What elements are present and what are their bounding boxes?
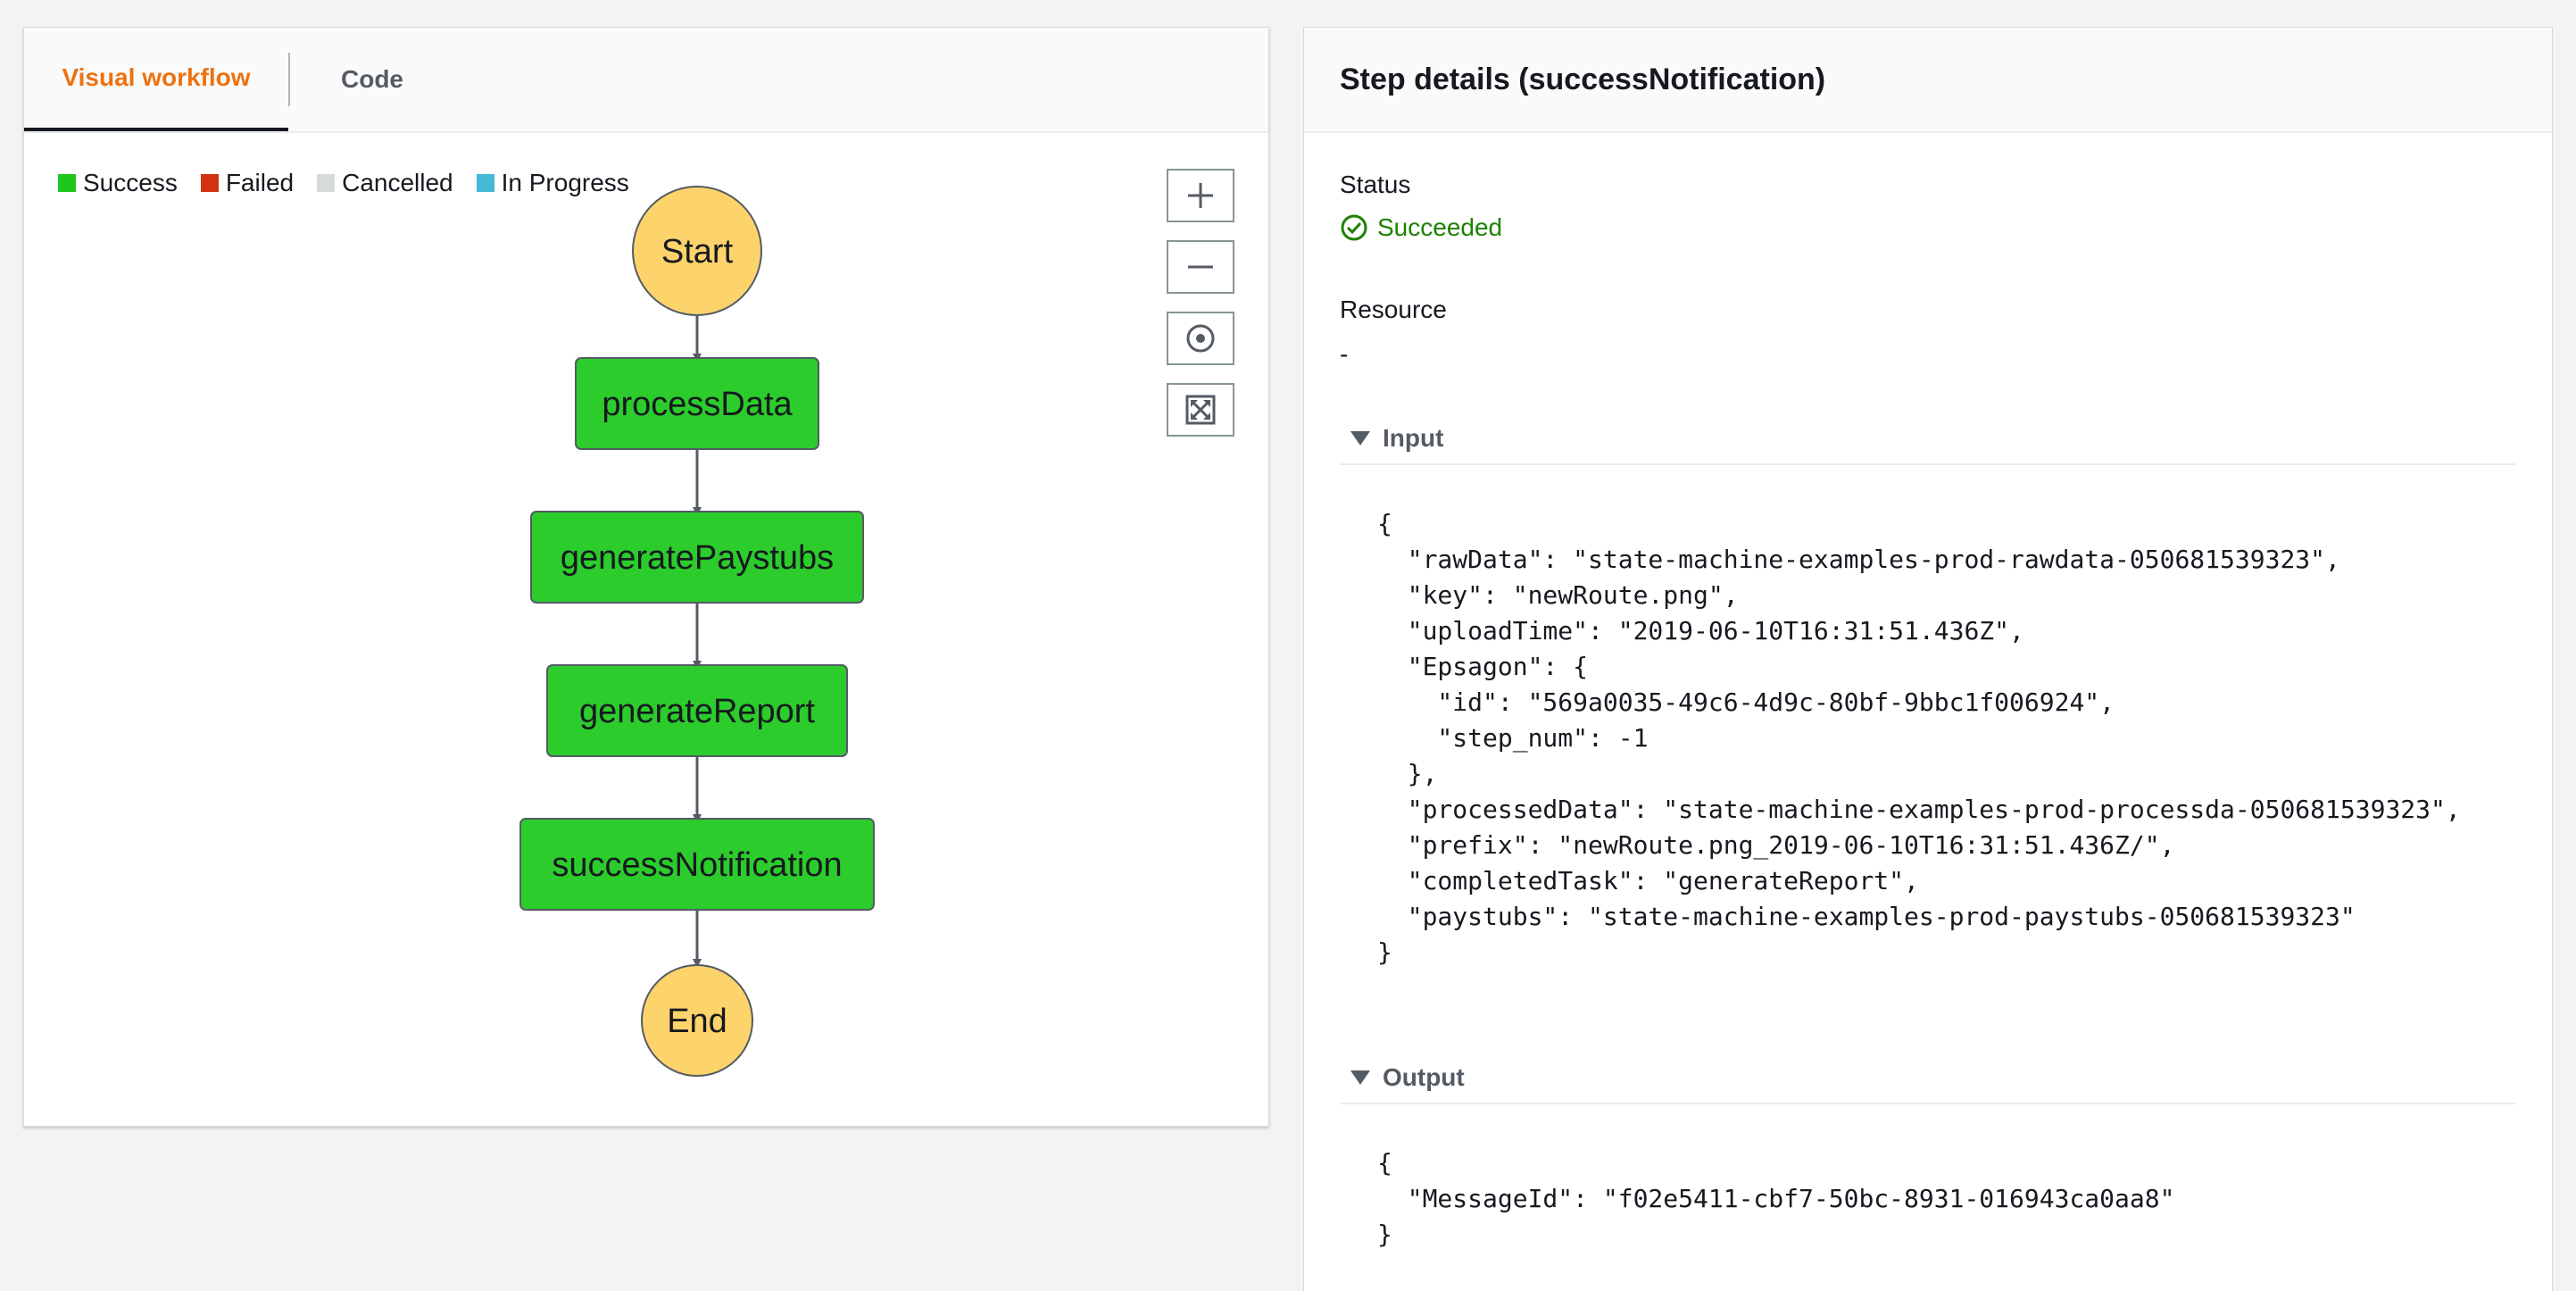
check-circle-icon	[1341, 214, 1367, 241]
center-icon	[1186, 324, 1215, 353]
status-legend: Success Failed Cancelled In Progress	[58, 165, 629, 201]
workflow-node-process-data[interactable]: processData	[575, 357, 819, 450]
legend-swatch-success	[58, 174, 76, 192]
legend-label: In Progress	[501, 169, 629, 196]
workflow-node-generate-paystubs[interactable]: generatePaystubs	[530, 511, 864, 604]
tab-code[interactable]: Code	[341, 65, 403, 93]
step-details-panel: Step details (successNotification) Statu…	[1303, 27, 2553, 1291]
center-button[interactable]	[1167, 312, 1234, 365]
workflow-node-end[interactable]: End	[641, 964, 753, 1077]
visual-workflow-panel: Visual workflow Code Success Failed Canc…	[23, 27, 1269, 1127]
legend-label: Cancelled	[342, 169, 453, 196]
output-section-toggle[interactable]: Output	[1340, 1053, 2516, 1104]
caret-down-icon	[1350, 431, 1370, 446]
plus-icon	[1188, 183, 1213, 208]
step-details-header: Step details (successNotification)	[1304, 28, 2552, 133]
step-details-title: Step details (successNotification)	[1340, 62, 1826, 96]
legend-item-in-progress: In Progress	[476, 169, 629, 197]
node-label: Start	[661, 233, 734, 271]
node-label: successNotification	[552, 846, 842, 884]
legend-label: Failed	[225, 169, 295, 196]
fit-to-screen-button[interactable]	[1167, 383, 1234, 437]
workflow-graph: Start processData generatePaystubs gener…	[519, 186, 875, 1077]
node-label: processData	[602, 386, 793, 423]
workflow-node-success-notification[interactable]: successNotification	[519, 818, 875, 911]
zoom-out-button[interactable]	[1167, 240, 1234, 294]
node-label: generateReport	[579, 693, 816, 730]
minus-icon	[1188, 265, 1213, 269]
node-label: generatePaystubs	[561, 539, 834, 577]
status-value: Succeeded	[1340, 213, 1502, 242]
tab-divider	[288, 53, 290, 106]
resource-label: Resource	[1340, 296, 1447, 323]
status-label: Status	[1340, 171, 1411, 198]
legend-swatch-in-progress	[476, 174, 494, 192]
legend-swatch-failed	[200, 174, 219, 192]
tab-bar: Visual workflow Code	[24, 28, 1268, 133]
tab-visual-workflow[interactable]: Visual workflow	[24, 28, 288, 131]
workflow-node-generate-report[interactable]: generateReport	[546, 664, 848, 757]
output-json: { "MessageId": "f02e5411-cbf7-50bc-8931-…	[1377, 1148, 2175, 1249]
fit-to-screen-icon	[1185, 395, 1216, 425]
legend-item-cancelled: Cancelled	[317, 169, 453, 197]
zoom-in-button[interactable]	[1167, 169, 1234, 222]
node-label: End	[667, 1003, 727, 1040]
legend-label: Success	[83, 169, 178, 196]
input-section-label: Input	[1383, 424, 1444, 452]
output-section-label: Output	[1383, 1063, 1465, 1091]
status-text: Succeeded	[1377, 213, 1503, 241]
legend-item-failed: Failed	[200, 169, 295, 197]
workflow-node-start[interactable]: Start	[632, 186, 762, 316]
input-json: { "rawData": "state-machine-examples-pro…	[1377, 509, 2461, 967]
legend-item-success: Success	[58, 169, 178, 197]
legend-swatch-cancelled	[317, 174, 336, 192]
resource-value: -	[1340, 340, 1349, 368]
input-section-toggle[interactable]: Input	[1340, 413, 2516, 465]
caret-down-icon	[1350, 1070, 1370, 1085]
